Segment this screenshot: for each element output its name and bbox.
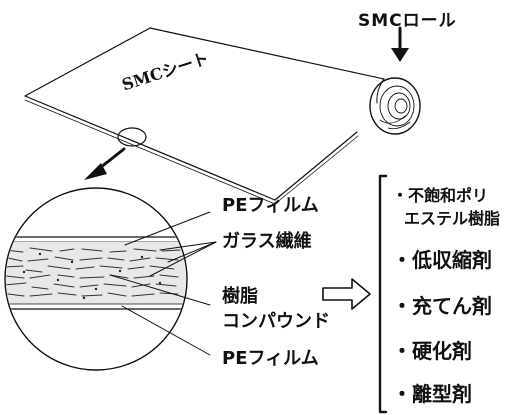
leader-lines xyxy=(109,211,217,356)
component-curing-agent: ・硬化剤 xyxy=(392,339,472,363)
composition-arrow xyxy=(322,278,371,310)
smc-sheet-shape xyxy=(24,27,385,205)
component-unsaturated-polyester-line2: エステル樹脂 xyxy=(404,209,501,228)
compound-label: コンパウンド xyxy=(222,311,330,332)
smc-roll-shape xyxy=(369,77,421,135)
roll-arrow xyxy=(391,26,409,62)
laminate-layers xyxy=(6,236,186,310)
pe-film-top-label: PEフィルム xyxy=(222,195,319,216)
component-unsaturated-polyester-line1: ・不飽和ポリ xyxy=(392,186,489,205)
smc-roll-label: SMCロール xyxy=(358,11,457,31)
zoom-arrow xyxy=(84,147,126,180)
resin-label: 樹脂 xyxy=(222,286,258,307)
component-release-agent: ・離型剤 xyxy=(392,382,472,406)
magnifier-spot xyxy=(117,127,147,147)
component-low-shrink-agent: ・低収縮剤 xyxy=(392,248,492,272)
pe-film-bottom-label: PEフィルム xyxy=(222,348,319,369)
glass-fiber-label: ガラス繊維 xyxy=(222,231,312,252)
component-filler: ・充てん剤 xyxy=(392,294,492,318)
component-bracket xyxy=(378,174,388,414)
cross-section-circle xyxy=(4,187,188,371)
